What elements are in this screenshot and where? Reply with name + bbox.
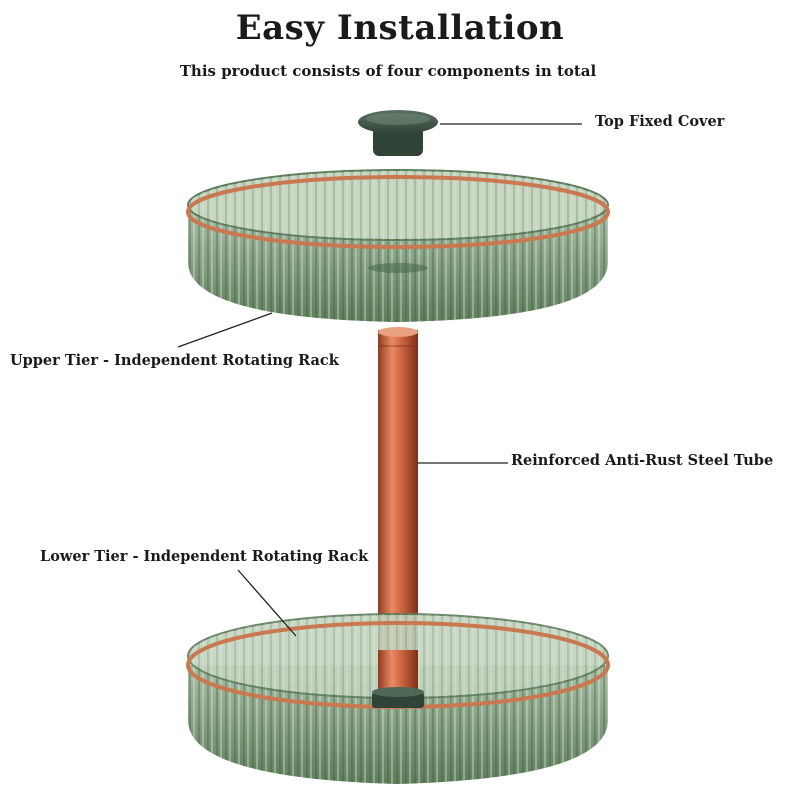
- top-cover-cap: [358, 110, 438, 156]
- label-upper-tier: Upper Tier - Independent Rotating Rack: [10, 352, 339, 369]
- label-top-fixed-cover: Top Fixed Cover: [595, 113, 724, 130]
- upper-tier-tray: [188, 170, 608, 322]
- label-steel-tube: Reinforced Anti-Rust Steel Tube: [511, 452, 773, 469]
- lower-tier-tray: [188, 614, 608, 784]
- label-lower-tier: Lower Tier - Independent Rotating Rack: [40, 548, 368, 565]
- leader-upper-tier: [178, 313, 272, 347]
